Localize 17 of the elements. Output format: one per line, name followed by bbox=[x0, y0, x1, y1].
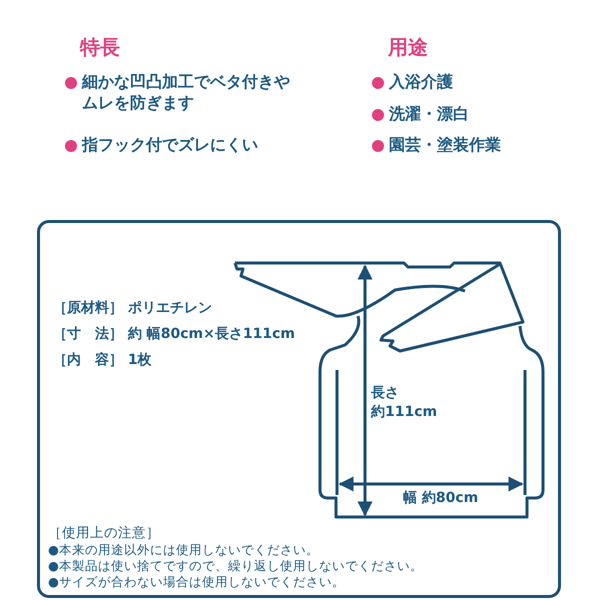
use-text: 園芸・塗装作業 bbox=[389, 134, 501, 155]
feature-text: 細かな凹凸加工でベタ付きやムレを防ぎます bbox=[82, 71, 291, 113]
section-heading: 用途 bbox=[388, 35, 428, 60]
spec-text: ［内 容］ 1枚 bbox=[53, 352, 152, 368]
spec-text: ［原材料］ ポリエチレン bbox=[53, 300, 212, 316]
section-heading: 特長 bbox=[80, 35, 120, 60]
use-text: 洗濯・漂白 bbox=[389, 103, 469, 124]
dimension-label: 長さ bbox=[371, 384, 399, 403]
note-text: ●本来の用途以外には使用しないでください。 bbox=[48, 542, 319, 558]
use-text: 入浴介護 bbox=[389, 71, 453, 92]
note-text: ●サイズが合わない場合は使用しないでください。 bbox=[48, 574, 345, 590]
notes-heading: ［使用上の注意］ bbox=[48, 525, 160, 541]
spec-text: ［寸 法］ 約 幅80cm×長さ111cm bbox=[53, 326, 295, 342]
dimension-label: 約111cm bbox=[371, 403, 438, 422]
spec-panel bbox=[37, 220, 561, 598]
note-text: ●本製品は使い捨てですので、繰り返し使用しないでください。 bbox=[48, 558, 423, 574]
feature-text: 指フック付でズレにくい bbox=[82, 134, 258, 155]
